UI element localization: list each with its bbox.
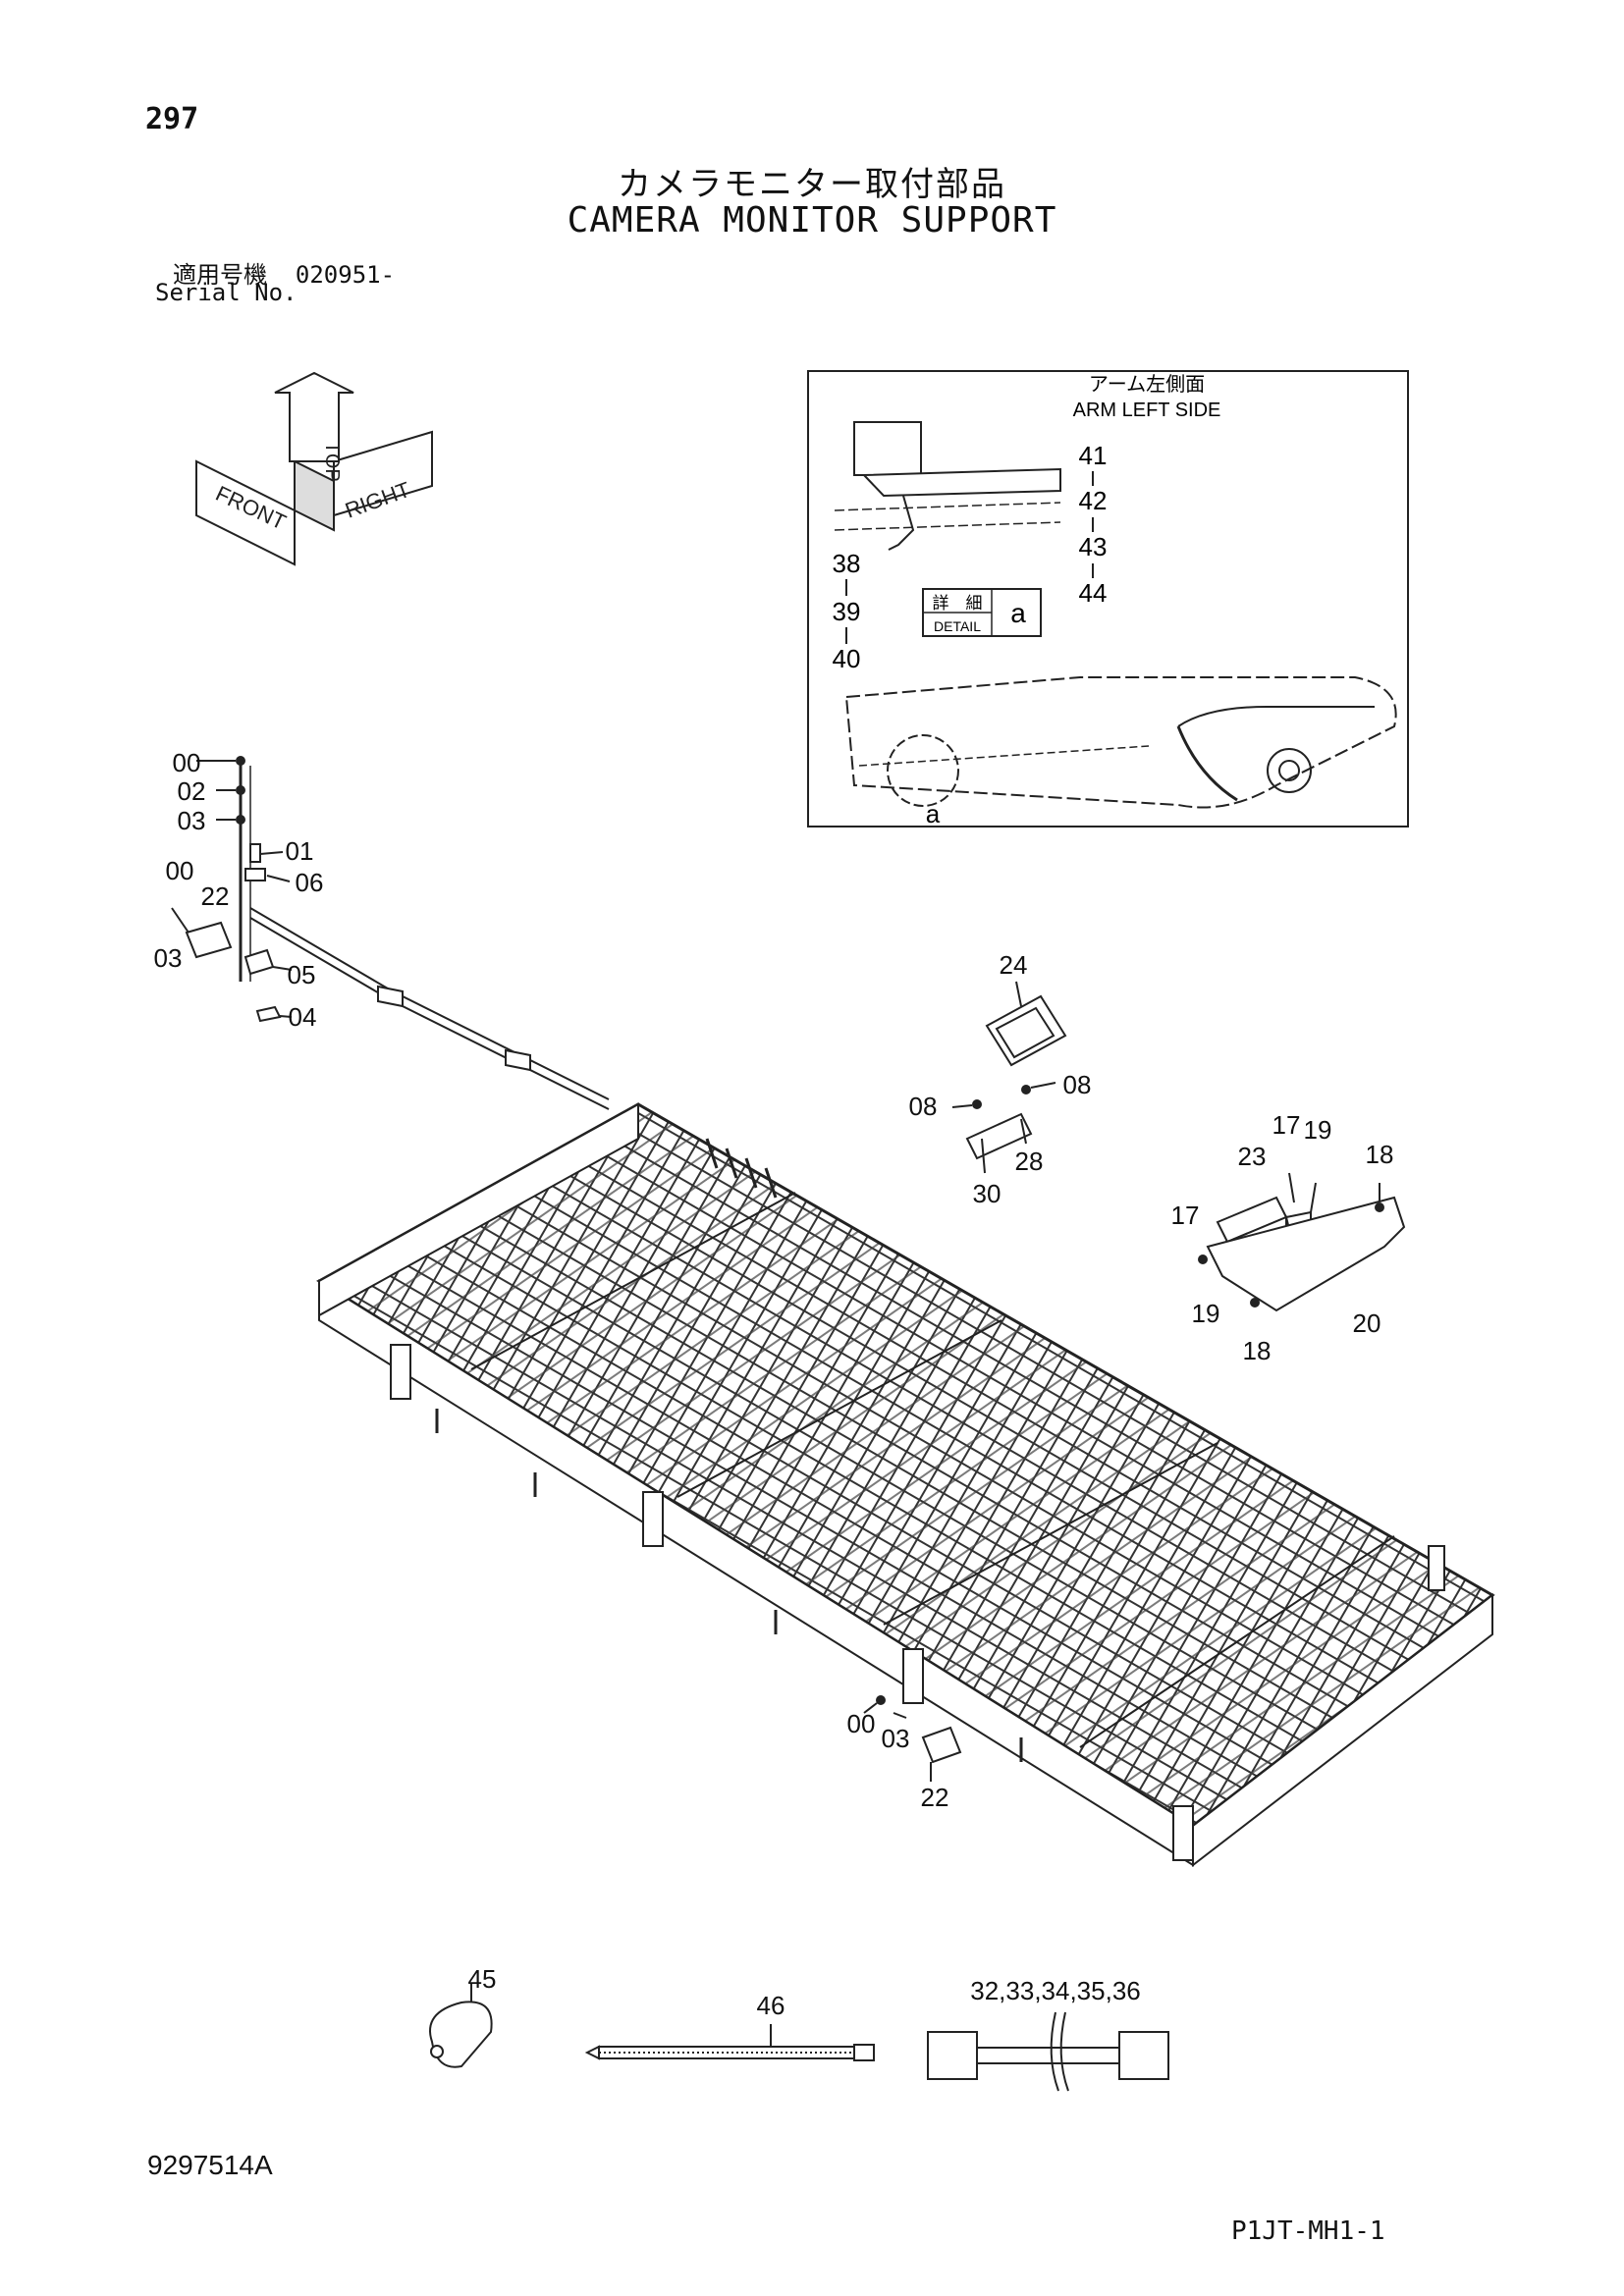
serial-label-japanese: 適用号機 <box>173 261 267 289</box>
serial-value: 020951- <box>295 261 396 289</box>
callout-03-bottom: 03 <box>882 1724 910 1753</box>
accessory-clip-45 <box>429 1983 493 2068</box>
detail-letter: a <box>1010 598 1026 628</box>
detail-label: DETAIL <box>934 618 981 634</box>
mesh-platform <box>316 1102 1495 1868</box>
orientation-symbol: FRONT TOP RIGHT <box>195 371 433 566</box>
right-arrow-face <box>333 430 433 517</box>
callout-00-left: 00 <box>166 856 194 885</box>
monitor-assembly <box>951 981 1067 1174</box>
callout-19-top: 19 <box>1304 1115 1332 1145</box>
inset-title-japanese: アーム左側面 <box>1089 373 1205 396</box>
callout-19-bottom: 19 <box>1192 1299 1220 1328</box>
callout-45: 45 <box>468 1964 497 1994</box>
plate-20 <box>1206 1196 1406 1312</box>
arm-left-side-inset: アーム左側面 ARM LEFT SIDE 41 42 43 44 38 39 4… <box>807 370 1409 828</box>
detail-circle <box>887 734 959 807</box>
callout-40: 40 <box>833 644 861 673</box>
callout-03-left: 03 <box>154 943 183 973</box>
drawing-number: 9297514A <box>147 2150 273 2180</box>
bracket-22-bottom <box>863 1695 962 1782</box>
clamp-04 <box>255 1005 282 1023</box>
sheet-reference: P1JT-MH1-1 <box>1231 2216 1385 2246</box>
callout-18-top: 18 <box>1366 1140 1394 1169</box>
top-label: TOP <box>321 442 343 482</box>
callout-05: 05 <box>288 960 316 989</box>
callout-22-left: 22 <box>201 881 230 911</box>
page-number: 297 <box>145 102 199 136</box>
callout-02: 02 <box>178 776 206 806</box>
callout-24: 24 <box>1000 950 1028 980</box>
callout-04: 04 <box>289 1002 317 1032</box>
detail-tag: 詳 細 DETAIL a <box>922 588 1042 637</box>
front-arrow-face <box>195 459 296 566</box>
bracket-22-left <box>185 921 233 959</box>
page-title: CAMERA MONITOR SUPPORT <box>567 200 1057 240</box>
callout-28: 28 <box>1015 1147 1044 1176</box>
callout-00-bottom: 00 <box>847 1709 876 1738</box>
camera-unit <box>853 421 922 476</box>
callout-20: 20 <box>1353 1308 1381 1338</box>
callout-39: 39 <box>833 597 861 626</box>
serial-label: Serial No. <box>155 279 298 306</box>
top-arrow <box>274 371 354 462</box>
detail-label-japanese: 詳 細 <box>933 594 983 613</box>
callout-17-top: 17 <box>1272 1110 1301 1140</box>
controller-assembly <box>1198 1172 1406 1312</box>
callout-41: 41 <box>1079 441 1108 470</box>
callout-01: 01 <box>286 836 314 866</box>
camera-pole-assembly <box>171 756 610 1110</box>
callout-30: 30 <box>973 1179 1001 1208</box>
callout-42: 42 <box>1079 486 1108 515</box>
callout-43: 43 <box>1079 532 1108 561</box>
callout-23: 23 <box>1238 1142 1267 1171</box>
callout-38: 38 <box>833 549 861 578</box>
arm-outline <box>844 676 1397 809</box>
accessory-harness-32-36 <box>927 2011 1169 2092</box>
callout-22-bottom: 22 <box>921 1783 949 1812</box>
accessory-cable-tie-46 <box>584 2024 875 2061</box>
callout-08-right: 08 <box>1063 1070 1092 1099</box>
bracket-05 <box>244 948 275 976</box>
callout-18-bottom: 18 <box>1243 1336 1272 1365</box>
page-title-japanese: カメラモニター取付部品 <box>618 165 1006 204</box>
camera-bracket <box>861 467 1061 498</box>
inset-title: ARM LEFT SIDE <box>1073 400 1221 421</box>
callout-46: 46 <box>757 1991 785 2020</box>
callout-32-36: 32,33,34,35,36 <box>970 1976 1141 2005</box>
callout-03-top: 03 <box>178 806 206 835</box>
monitor-24 <box>985 994 1067 1067</box>
detail-callout-letter: a <box>926 799 941 828</box>
clamp-06 <box>244 868 266 881</box>
callout-08-left: 08 <box>909 1092 938 1121</box>
callout-17-left: 17 <box>1171 1201 1200 1230</box>
callout-00-top: 00 <box>173 748 201 777</box>
callout-06: 06 <box>296 868 324 897</box>
serial-line: 適用号機 020951- <box>173 255 395 290</box>
callout-44: 44 <box>1079 578 1108 608</box>
